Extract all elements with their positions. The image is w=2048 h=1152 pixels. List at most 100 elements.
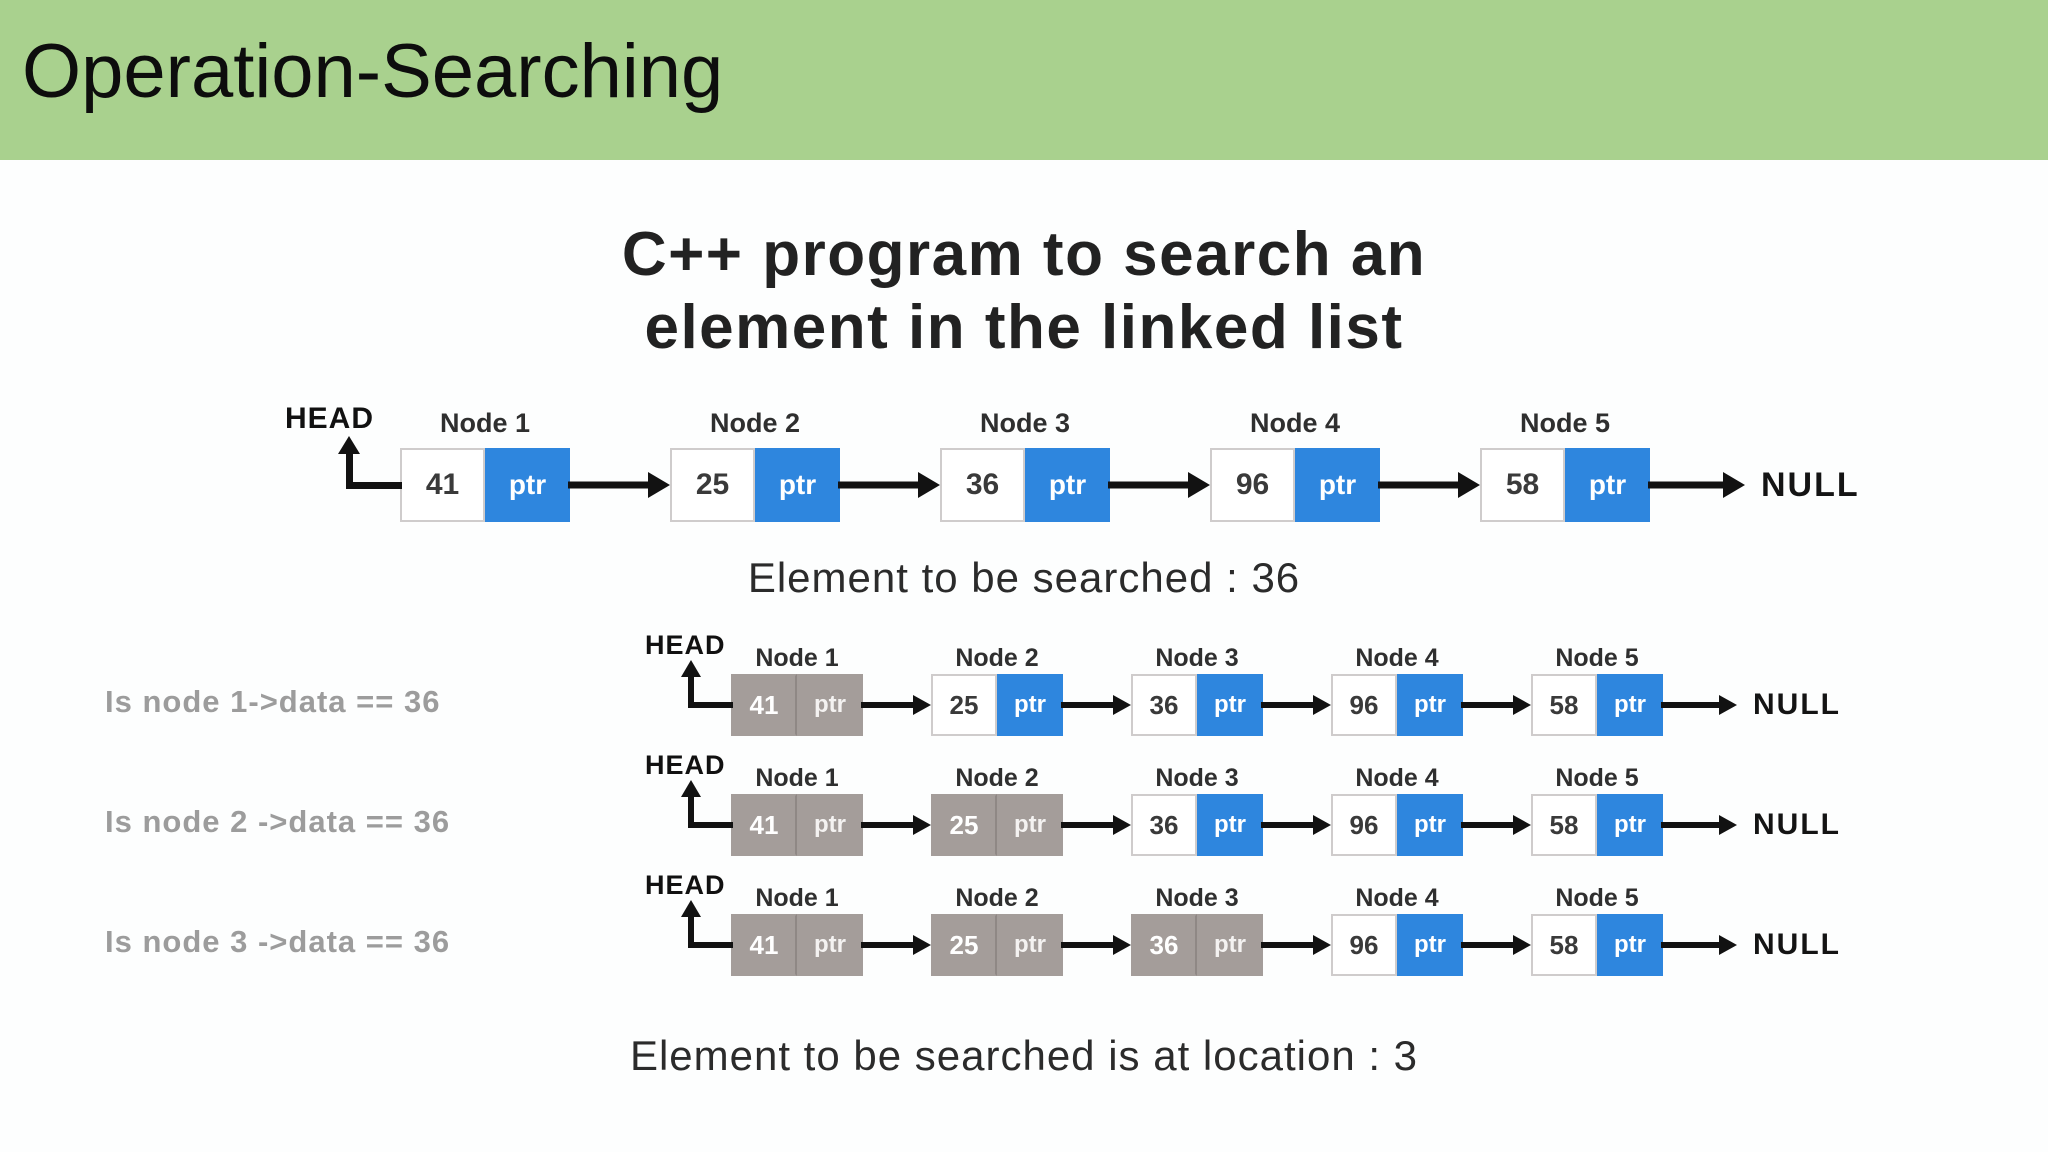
- node-label: Node 5: [1519, 408, 1611, 439]
- node-pointer: ptr: [997, 914, 1063, 977]
- node-data-value: 25: [931, 794, 997, 857]
- head-arrow-line: [345, 453, 353, 487]
- null-label: NULL: [1753, 808, 1841, 842]
- node-label: Node 1: [439, 408, 531, 439]
- arrow-right-icon: [1380, 448, 1480, 522]
- node-label: Node 3: [1155, 884, 1239, 913]
- arrow-right-icon: [840, 448, 940, 522]
- node-label: Node 3: [1155, 644, 1239, 673]
- node-data-value: 58: [1531, 914, 1597, 977]
- node-data-value: 41: [400, 448, 485, 523]
- node-label: Node 5: [1555, 764, 1639, 793]
- arrow-right-icon: [1063, 914, 1131, 976]
- arrow-right-icon: [1663, 794, 1737, 856]
- node-data-value: 36: [1131, 794, 1197, 857]
- page-title: Operation-Searching: [22, 28, 724, 114]
- node-data-value: 96: [1210, 448, 1295, 523]
- diagram-heading-line2: element in the linked list: [644, 293, 1404, 363]
- node-label: Node 4: [1355, 884, 1439, 913]
- arrow-right-icon: [863, 914, 931, 976]
- slide-header: Operation-Searching: [0, 0, 2048, 160]
- null-label: NULL: [1753, 688, 1841, 722]
- arrow-right-icon: [1463, 794, 1531, 856]
- node-pointer: ptr: [1597, 914, 1663, 977]
- node-pointer: ptr: [1597, 794, 1663, 857]
- arrow-right-icon: [570, 448, 670, 522]
- null-label: NULL: [1753, 928, 1841, 962]
- arrow-right-icon: [1663, 674, 1737, 736]
- node-pointer: ptr: [1397, 674, 1463, 737]
- head-arrow-line: [688, 822, 733, 829]
- head-arrow-assembly: HEAD: [645, 750, 733, 856]
- diagram-heading: C++ program to search an element in the …: [0, 218, 2048, 364]
- node-label: Node 1: [755, 884, 839, 913]
- node-data-value: 36: [1131, 674, 1197, 737]
- node-data-value: 58: [1531, 794, 1597, 857]
- head-label: HEAD: [285, 402, 375, 436]
- node-label: Node 3: [979, 408, 1071, 439]
- node-pointer: ptr: [485, 448, 570, 523]
- node-pointer: ptr: [1597, 674, 1663, 737]
- node-label: Node 1: [755, 764, 839, 793]
- node-data-value: 41: [731, 674, 797, 737]
- head-arrow-up-icon: [338, 436, 360, 455]
- head-arrow-line: [688, 796, 694, 826]
- search-result-text: Element to be searched is at location : …: [629, 1032, 1419, 1080]
- head-arrow-assembly: HEAD: [285, 402, 402, 522]
- node-pointer: ptr: [1565, 448, 1650, 523]
- arrow-right-icon: [1663, 914, 1737, 976]
- head-arrow-up-icon: [681, 660, 701, 678]
- node-pointer: ptr: [797, 914, 863, 977]
- arrow-right-icon: [1650, 448, 1745, 522]
- step-question: Is node 2 ->data == 36: [105, 804, 451, 840]
- step-question: Is node 1->data == 36: [105, 684, 441, 720]
- node-pointer: ptr: [1025, 448, 1110, 523]
- node-label: Node 3: [1155, 764, 1239, 793]
- node-data-value: 96: [1331, 914, 1397, 977]
- head-arrow-line: [688, 942, 733, 949]
- head-label: HEAD: [645, 870, 726, 901]
- node-data-value: 36: [940, 448, 1025, 523]
- node-label: Node 5: [1555, 644, 1639, 673]
- head-arrow-line: [688, 702, 733, 709]
- node-data-value: 58: [1480, 448, 1565, 523]
- node-label: Node 4: [1249, 408, 1341, 439]
- node-label: Node 4: [1355, 764, 1439, 793]
- node-label: Node 1: [755, 644, 839, 673]
- step-question: Is node 3 ->data == 36: [105, 924, 451, 960]
- diagram-heading-line1: C++ program to search an: [621, 220, 1427, 289]
- node-data-value: 25: [931, 914, 997, 977]
- node-pointer: ptr: [797, 794, 863, 857]
- node-pointer: ptr: [1295, 448, 1380, 523]
- node-pointer: ptr: [1197, 674, 1263, 737]
- node-label: Node 2: [709, 408, 801, 439]
- head-arrow-up-icon: [681, 900, 701, 918]
